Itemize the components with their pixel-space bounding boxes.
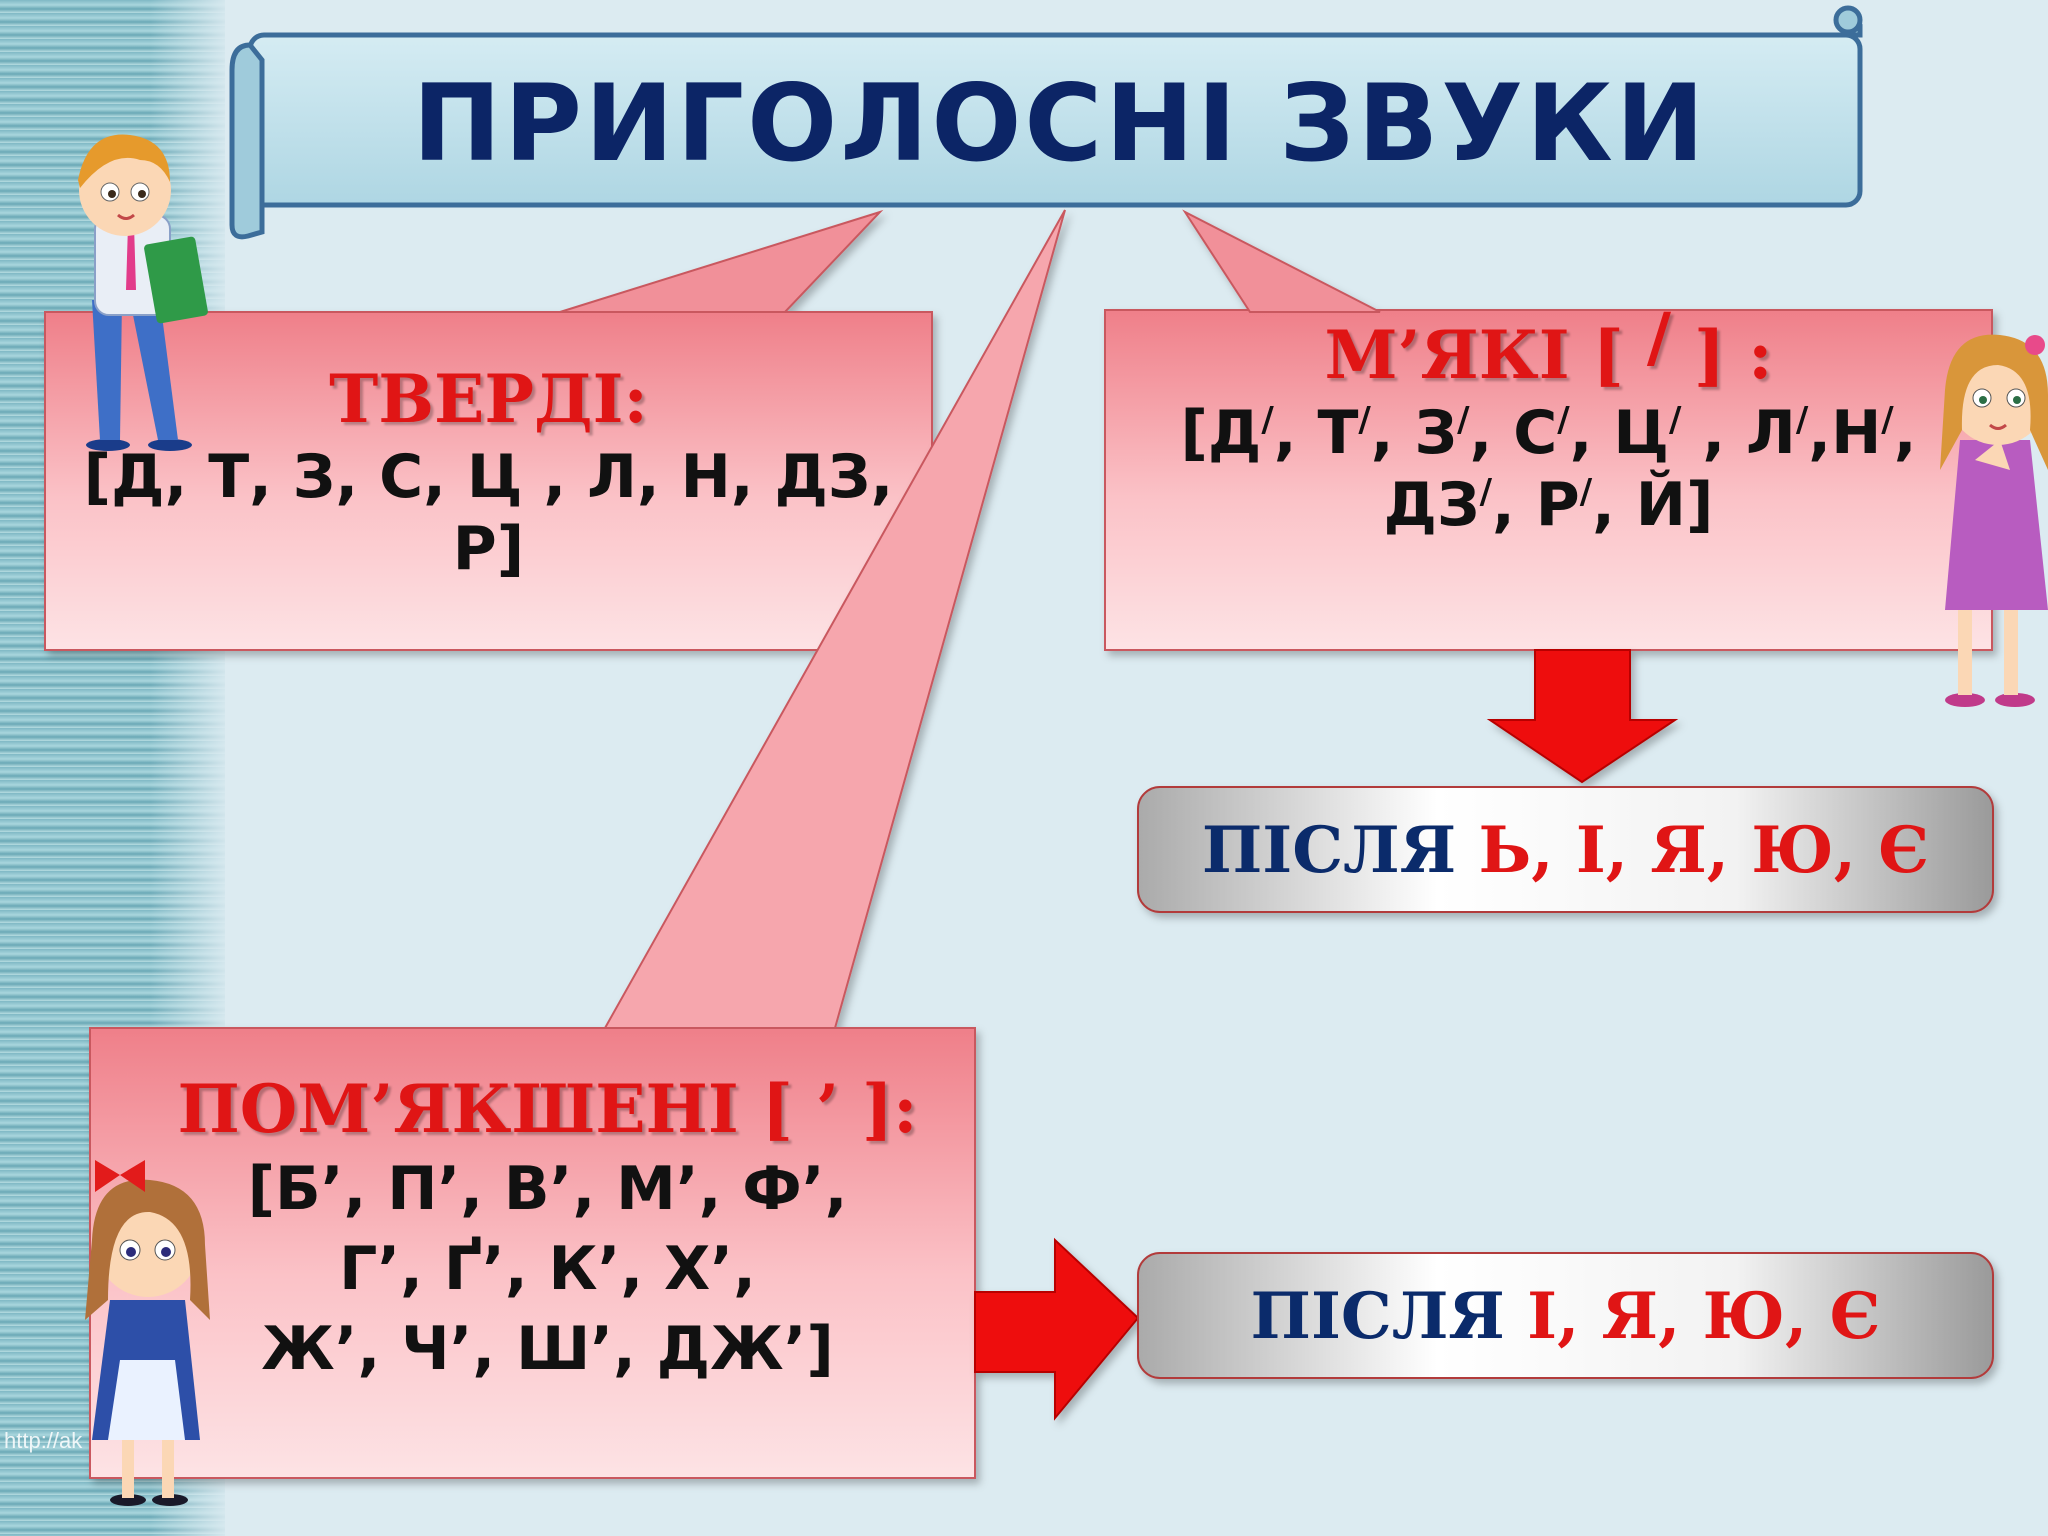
softened-line2: Г’, Ґ’, К’, Х’, xyxy=(339,1234,756,1305)
soft-sound-text: , Ц xyxy=(1569,398,1670,469)
right-arrow xyxy=(974,1237,1140,1421)
soft-after-pill xyxy=(1137,786,1994,913)
hard-sounds: [Д, Т, З, С, Ц , Л, Н, ДЗ, Р] xyxy=(83,442,894,585)
soft-sound-text: , С xyxy=(1469,398,1558,469)
softness-mark: / xyxy=(1457,400,1470,441)
boy-reading-illustration xyxy=(78,134,208,451)
hard-box-text: ТВЕРДІ: [Д, Т, З, С, Ц , Л, Н, ДЗ, Р] xyxy=(45,360,932,585)
soft-sounds-line1: [Д/, Т/, З/, С/, Ц/ , Л/,Н/, xyxy=(1105,397,1992,469)
soft-after-label: ПІСЛЯ xyxy=(1201,813,1457,888)
softness-mark: / xyxy=(1358,400,1371,441)
soft-heading: М’ЯКІ [ / ] : xyxy=(1105,299,1992,395)
softness-mark: / xyxy=(1795,400,1809,441)
soft-sound-text: ДЗ xyxy=(1383,470,1480,541)
softness-mark: / xyxy=(1479,472,1493,513)
softness-mark: / xyxy=(1557,400,1570,441)
soft-heading-end: ] : xyxy=(1670,316,1773,394)
soft-box-text: М’ЯКІ [ / ] : [Д/, Т/, З/, С/, Ц/ , Л/,Н… xyxy=(1105,299,1992,541)
softened-after-label: ПІСЛЯ xyxy=(1250,1279,1505,1354)
soft-callout xyxy=(1104,209,1993,651)
soft-sound-text: , Й] xyxy=(1592,470,1714,541)
soft-sounds-line2: ДЗ/, Р/, Й] xyxy=(1105,469,1992,541)
soft-after-letters: Ь, І, Я, Ю, Є xyxy=(1478,813,1930,888)
soft-after-text: ПІСЛЯ Ь, І, Я, Ю, Є xyxy=(1138,813,1993,888)
softened-line3: Ж’, Ч’, Ш’, ДЖ’] xyxy=(261,1314,834,1385)
soft-sound-text: , xyxy=(1893,398,1917,469)
softened-after-pill xyxy=(1137,1252,1994,1379)
softened-after-text: ПІСЛЯ І, Я, Ю, Є xyxy=(1138,1279,1993,1354)
softened-after-letters: І, Я, Ю, Є xyxy=(1527,1279,1881,1354)
watermark-text: http://ak xyxy=(4,1428,83,1453)
softened-box-text: ПОМ’ЯКШЕНІ [ ’ ]: [Б’, П’, В’, М’, Ф’, Г… xyxy=(120,1070,975,1385)
title-banner xyxy=(229,5,1863,240)
soft-sound-text: ,Н xyxy=(1808,398,1882,469)
down-arrow xyxy=(1486,649,1679,784)
girl-with-bow-illustration xyxy=(85,1160,210,1506)
softness-mark: / xyxy=(1669,400,1682,441)
softness-mark: / xyxy=(1261,400,1274,441)
soft-heading-start: М’ЯКІ [ xyxy=(1324,316,1647,394)
soft-sound-text: , Т xyxy=(1273,398,1359,469)
soft-sound-text: [Д xyxy=(1180,398,1262,469)
soft-sound-text: , З xyxy=(1370,398,1458,469)
softness-mark: / xyxy=(1881,400,1894,441)
soft-sound-text: , Р xyxy=(1492,470,1580,541)
soft-heading-mark: / xyxy=(1646,299,1671,376)
soft-sound-text: , Л xyxy=(1681,398,1796,469)
girl-praying-illustration xyxy=(1940,334,2048,707)
softness-mark: / xyxy=(1579,472,1593,513)
softened-callout xyxy=(89,209,1066,1479)
softened-line1: [Б’, П’, В’, М’, Ф’, xyxy=(247,1154,848,1225)
hard-heading: ТВЕРДІ: xyxy=(329,360,648,438)
page-title: ПРИГОЛОСНІ ЗВУКИ xyxy=(412,62,1708,185)
softened-heading: ПОМ’ЯКШЕНІ [ ’ ]: xyxy=(177,1070,918,1148)
banner-left-curl xyxy=(229,42,265,240)
